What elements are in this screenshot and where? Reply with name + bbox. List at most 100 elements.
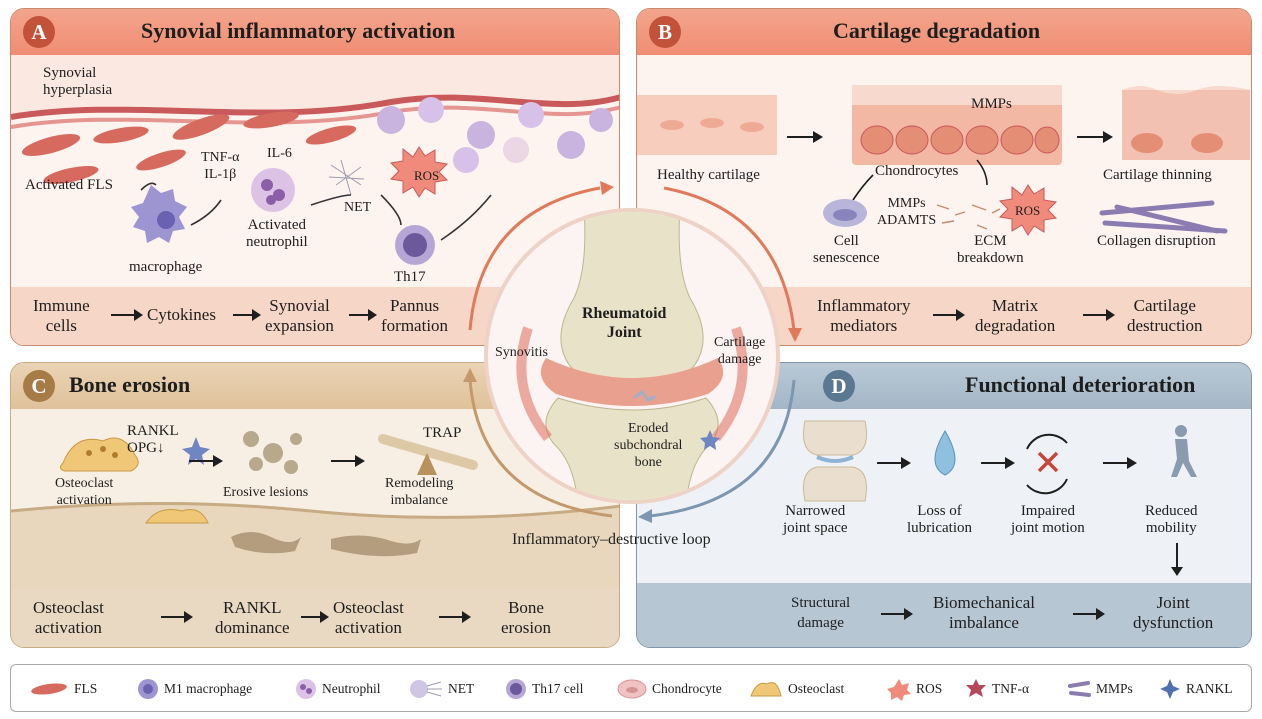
legend-osteoclast-label: Osteoclast <box>788 681 845 696</box>
legend-th17-label: Th17 cell <box>532 681 584 696</box>
flow-a-step-4: Pannus formation <box>381 296 449 335</box>
flow-d-step-2: Biomechanical imbalance <box>933 593 1035 632</box>
flow-b-step-2: Matrix degradation <box>975 296 1056 335</box>
flow-a-step-2: Cytokines <box>147 305 216 324</box>
mmps-label: MMPs <box>971 96 1012 112</box>
ros-icon <box>998 184 1058 236</box>
tnf-il1b-label: TNF-α IL-1β <box>201 150 240 182</box>
flow-a-arrow-2 <box>233 309 261 321</box>
flow-d-arrow-1 <box>881 608 913 620</box>
th17-icon <box>395 225 435 265</box>
legend: FLS M1 macrophage Neutrophil NET Th17 ce… <box>10 664 1252 712</box>
panel-cartilage-degradation: B Cartilage degradation Healthy cartil <box>636 8 1252 346</box>
panel-a-badge: A <box>23 16 55 48</box>
legend-th17: Th17 cell <box>505 665 583 713</box>
legend-tnf: TNF-α <box>965 665 1029 713</box>
mmps-icon <box>1068 681 1091 697</box>
reduced-mobility-label: Reduced mobility <box>1145 503 1198 536</box>
narrowed-joint-icon <box>803 420 867 502</box>
ros-icon <box>887 679 911 701</box>
flow-b-arrow-2 <box>1083 309 1115 321</box>
knee-joint-illustration <box>516 212 748 500</box>
synovium-illustration <box>11 55 619 265</box>
flow-d-step-1: Structural damage <box>791 595 851 631</box>
macrophage-label: macrophage <box>129 259 203 275</box>
il6-label: IL-6 <box>267 146 292 161</box>
impaired-joint-motion-label: Impaired joint motion <box>1011 503 1085 536</box>
legend-tnf-label: TNF-α <box>992 681 1030 696</box>
fls-cells <box>21 111 357 184</box>
legend-chondrocyte-label: Chondrocyte <box>652 681 722 696</box>
panel-c-flow: Osteoclast activation RANKL dominance Os… <box>11 589 619 647</box>
legend-net-label: NET <box>448 681 475 696</box>
mmps-adamts-label: MMPs ADAMTS <box>877 196 937 228</box>
net-label: NET <box>344 200 372 215</box>
tnf-icon <box>966 679 986 697</box>
flow-a-arrow-3 <box>349 309 377 321</box>
flow-a-step-3: Synovial expansion <box>265 296 334 335</box>
cartilage-illustration <box>637 85 1250 236</box>
synovitis-label: Synovitis <box>495 345 548 360</box>
legend-net: NET <box>409 665 474 713</box>
legend-fls: FLS <box>29 665 97 713</box>
flow-c-arrow-2 <box>301 611 329 623</box>
rankl-opg-label: RANKL OPG↓ <box>127 423 179 456</box>
legend-rankl: RANKL <box>1159 665 1233 713</box>
activated-neutrophil-label: Activated neutrophil <box>246 217 308 250</box>
center-title: Rheumatoid Joint <box>582 305 667 341</box>
panel-a-title: Synovial inflammatory activation <box>141 18 456 43</box>
legend-ros: ROS <box>887 665 942 713</box>
joint-circle <box>484 208 780 504</box>
net-icon <box>328 159 365 196</box>
legend-neutrophil: Neutrophil <box>295 665 381 713</box>
osteoclast-on-bone <box>145 509 209 524</box>
chondrocyte-icon <box>660 118 764 132</box>
neutrophil-icon <box>251 168 295 212</box>
collagen-disruption-label: Collagen disruption <box>1097 233 1216 249</box>
synovial-hyperplasia-label: Synovial hyperplasia <box>43 65 113 98</box>
remodeling-imbalance-label: Remodeling imbalance <box>385 476 454 508</box>
ros-icon <box>389 146 449 198</box>
panel-a-header: A Synovial inflammatory activation <box>11 9 619 55</box>
panel-c-badge: C <box>23 370 55 402</box>
macrophage-icon <box>131 185 187 243</box>
legend-mmps-label: MMPs <box>1096 681 1133 696</box>
flow-a-step-1: Immune cells <box>33 296 90 335</box>
flow-d-arrow-2 <box>1073 608 1105 620</box>
mobility-down-arrowhead <box>1171 567 1183 576</box>
immune-infiltrate <box>377 97 613 173</box>
panel-c-title: Bone erosion <box>69 372 191 397</box>
neutrophil-icon <box>296 679 316 699</box>
panel-b-header: B Cartilage degradation <box>637 9 1251 55</box>
cartilage-thinning-label: Cartilage thinning <box>1103 167 1212 183</box>
th17-icon <box>506 679 526 699</box>
osteoclast-icon <box>59 437 139 472</box>
ros-label: ROS <box>414 168 440 183</box>
chondrocyte-icon <box>617 679 647 699</box>
legend-ros-label: ROS <box>916 681 943 696</box>
healthy-cartilage-label: Healthy cartilage <box>657 167 760 183</box>
legend-macrophage-label: M1 macrophage <box>164 681 253 696</box>
flow-c-arrow-1 <box>161 611 193 623</box>
th17-label: Th17 <box>394 269 426 285</box>
flow-c-arrow-3 <box>439 611 471 623</box>
impaired-motion-icon <box>1026 433 1068 495</box>
loss-of-lubrication-label: Loss of lubrication <box>907 503 972 536</box>
panel-b-badge: B <box>649 16 681 48</box>
ros-b-label: ROS <box>1015 203 1041 218</box>
flow-a-arrow-1 <box>111 309 143 321</box>
mobility-down-arrow <box>1176 543 1178 569</box>
senescent-cell <box>823 199 867 227</box>
legend-neutrophil-label: Neutrophil <box>322 681 381 696</box>
legend-mmps: MMPs <box>1067 665 1133 713</box>
osteoclast-activation-label: Osteoclast activation <box>55 476 114 508</box>
flow-b-step-3: Cartilage destruction <box>1127 296 1203 335</box>
narrowed-joint-space-label: Narrowed joint space <box>783 503 848 536</box>
rankl-icon <box>1160 679 1180 699</box>
droplet-icon <box>934 430 956 476</box>
panel-d-flow: Structural damage Biomechanical imbalanc… <box>637 583 1251 647</box>
flow-b-arrow-1 <box>933 309 965 321</box>
flow-c-step-2: RANKL dominance <box>215 598 290 637</box>
ecm-fragments <box>936 204 1001 230</box>
panel-d-title: Functional deterioration <box>965 372 1196 397</box>
